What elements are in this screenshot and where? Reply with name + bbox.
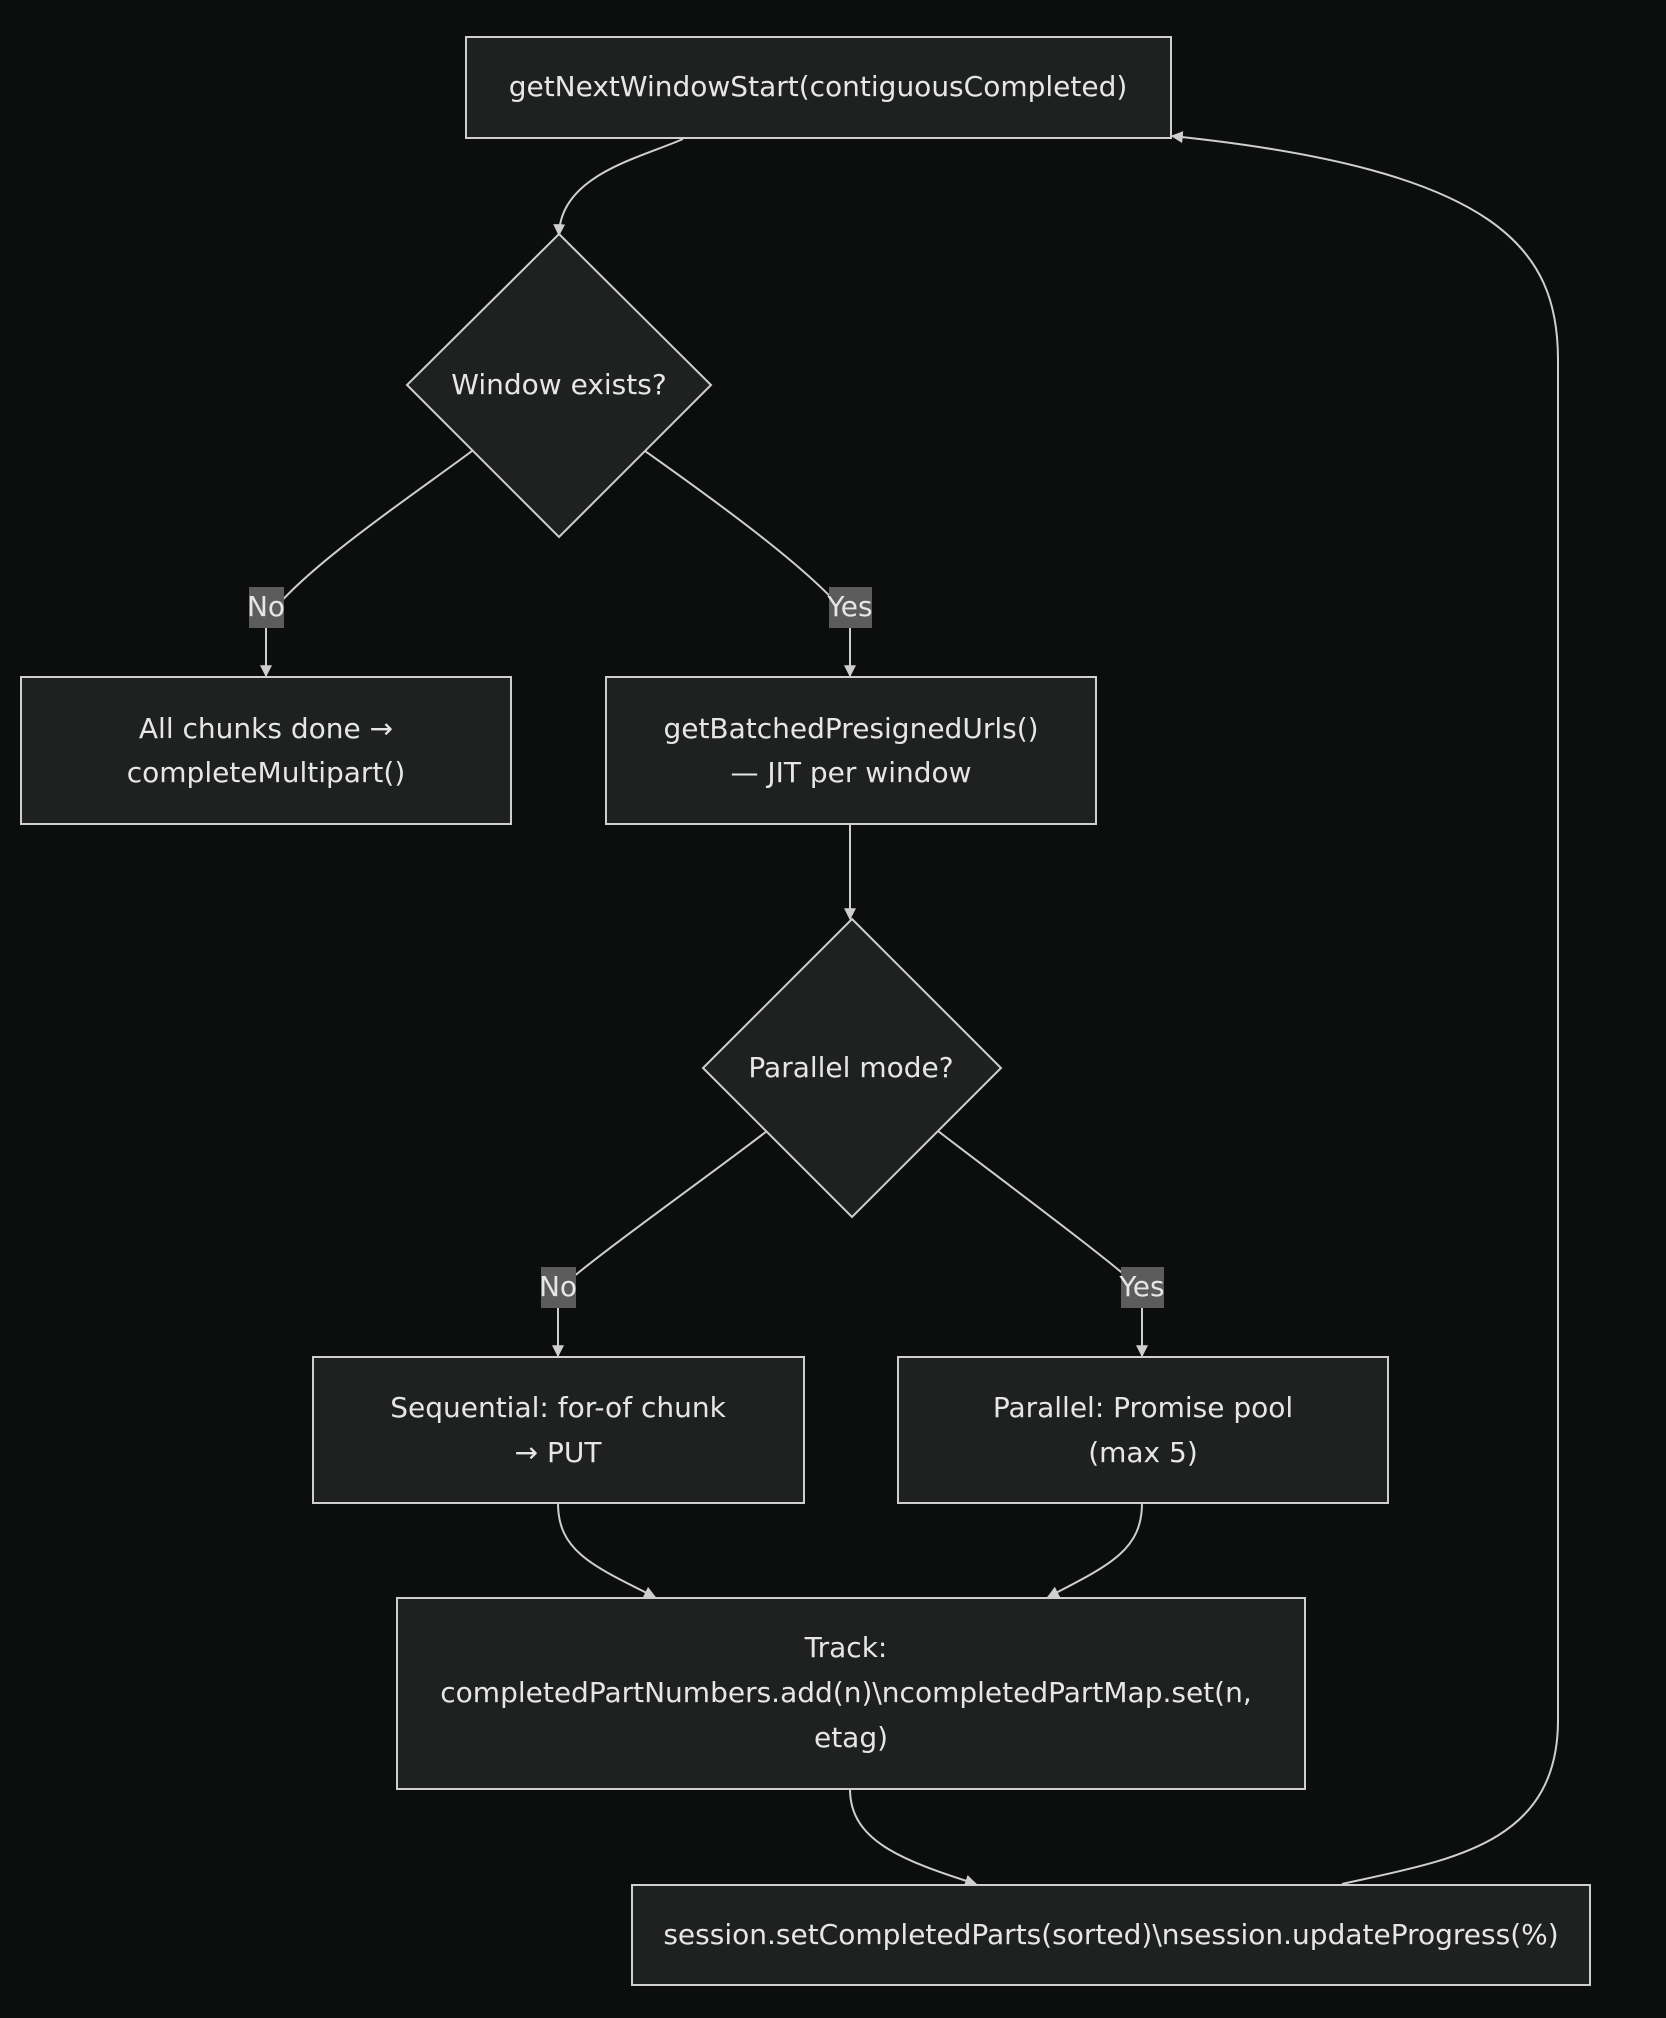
edge-label-window-no: No bbox=[247, 587, 285, 628]
node-label: etag) bbox=[814, 1721, 888, 1754]
edge-track-to-session bbox=[849, 1788, 978, 1887]
node-get-next-window-start[interactable]: getNextWindowStart(contiguousCompleted) bbox=[465, 36, 1172, 139]
edge-session-to-start-loop bbox=[1170, 131, 1559, 1885]
nodes: getNextWindowStart(contiguousCompleted) … bbox=[20, 36, 1591, 1986]
decision-parallel-mode[interactable]: Parallel mode? bbox=[701, 917, 1003, 1219]
node-label: Parallel: Promise pool bbox=[993, 1391, 1293, 1424]
edge-label-text: No bbox=[247, 590, 285, 623]
edges bbox=[260, 131, 1559, 1887]
node-label: session.setCompletedParts(sorted)\nsessi… bbox=[663, 1918, 1558, 1951]
edge-label-parallel-no: No bbox=[539, 1267, 577, 1308]
edge-parallel-to-track bbox=[1046, 1502, 1143, 1598]
decision-window-exists[interactable]: Window exists? bbox=[405, 232, 713, 539]
edge-start-to-window-exists bbox=[553, 138, 684, 237]
node-label: → PUT bbox=[515, 1436, 603, 1469]
node-get-batched-presigned-urls[interactable]: getBatchedPresignedUrls() — JIT per wind… bbox=[605, 676, 1097, 825]
node-all-chunks-done[interactable]: All chunks done → completeMultipart() bbox=[20, 676, 512, 825]
node-label: getNextWindowStart(contiguousCompleted) bbox=[509, 70, 1128, 103]
node-label: Sequential: for-of chunk bbox=[390, 1391, 726, 1424]
node-parallel-promise-pool[interactable]: Parallel: Promise pool (max 5) bbox=[897, 1356, 1389, 1504]
edge-labels: No Yes No Yes bbox=[247, 587, 1165, 1308]
edge-label-text: Yes bbox=[826, 590, 872, 623]
edge-parallel-mode-no bbox=[552, 1130, 768, 1358]
node-label: — JIT per window bbox=[730, 756, 971, 789]
edge-window-exists-yes bbox=[644, 450, 856, 678]
edge-window-exists-no bbox=[260, 450, 473, 678]
edge-label-window-yes: Yes bbox=[826, 587, 873, 628]
node-label: getBatchedPresignedUrls() bbox=[663, 712, 1038, 745]
node-sequential[interactable]: Sequential: for-of chunk → PUT bbox=[312, 1356, 805, 1504]
edge-label-text: No bbox=[539, 1270, 577, 1303]
node-session-set-completed-parts[interactable]: session.setCompletedParts(sorted)\nsessi… bbox=[631, 1884, 1591, 1986]
node-label: Window exists? bbox=[451, 368, 666, 401]
node-label: completeMultipart() bbox=[127, 756, 406, 789]
node-label: completedPartNumbers.add(n)\ncompletedPa… bbox=[440, 1676, 1251, 1709]
edge-label-parallel-yes: Yes bbox=[1118, 1267, 1165, 1308]
node-track[interactable]: Track: completedPartNumbers.add(n)\ncomp… bbox=[396, 1597, 1306, 1790]
edge-sequential-to-track bbox=[557, 1502, 657, 1598]
node-label: Track: bbox=[804, 1631, 888, 1664]
node-label: (max 5) bbox=[1088, 1436, 1198, 1469]
edge-label-text: Yes bbox=[1118, 1270, 1164, 1303]
node-label: Parallel mode? bbox=[748, 1051, 953, 1084]
edge-parallel-mode-yes bbox=[937, 1130, 1148, 1358]
node-label: All chunks done → bbox=[139, 712, 393, 745]
